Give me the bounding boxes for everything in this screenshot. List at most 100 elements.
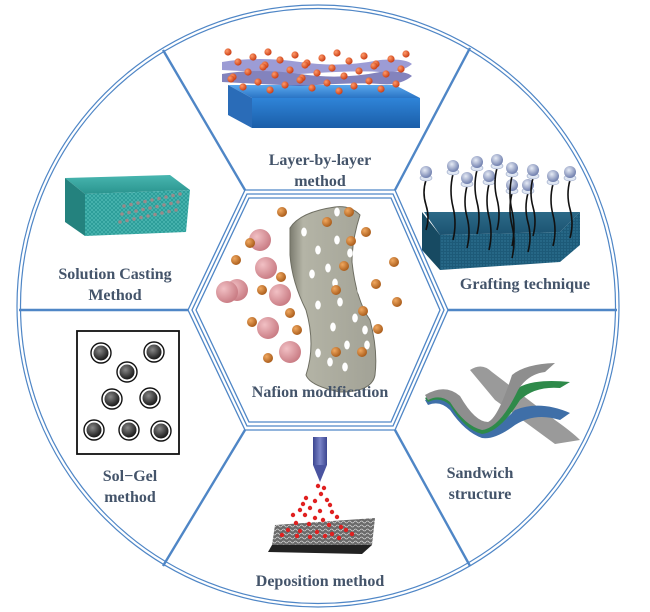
small-particle bbox=[285, 308, 295, 318]
label-line: Nafion modification bbox=[251, 384, 389, 401]
casting-particle bbox=[127, 210, 131, 215]
lbl-sphere bbox=[333, 49, 341, 57]
lbl-sphere bbox=[286, 66, 294, 74]
pore bbox=[315, 300, 321, 310]
droplet bbox=[303, 495, 309, 501]
droplet bbox=[300, 501, 306, 507]
droplet bbox=[324, 497, 330, 503]
chain-head bbox=[506, 179, 518, 191]
deposition-substrate-base bbox=[268, 545, 372, 554]
small-particle bbox=[357, 347, 367, 357]
droplet bbox=[307, 505, 313, 511]
droplet bbox=[294, 533, 300, 539]
sandwich-layer-gray-back bbox=[470, 366, 580, 444]
sol-gel-particle bbox=[104, 391, 120, 407]
lbl-sphere bbox=[254, 78, 262, 86]
chain-head bbox=[420, 166, 432, 178]
droplet bbox=[279, 532, 285, 538]
large-particle bbox=[257, 317, 279, 339]
pore bbox=[362, 325, 368, 335]
casting-particle bbox=[155, 204, 159, 209]
lbl-sphere bbox=[271, 71, 279, 79]
lbl-sphere bbox=[377, 85, 385, 93]
casting-particle bbox=[153, 212, 157, 217]
casting-particle bbox=[139, 215, 143, 220]
casting-particle bbox=[122, 204, 126, 208]
polymer-chain bbox=[486, 183, 492, 251]
sol-gel-particle bbox=[93, 345, 109, 361]
label-nafion-modification: Nafion modification bbox=[230, 382, 410, 403]
small-particle bbox=[339, 261, 349, 271]
chain-head bbox=[527, 164, 539, 176]
droplet bbox=[297, 507, 303, 513]
chain-head bbox=[483, 170, 495, 182]
sol-gel-particle bbox=[153, 423, 169, 439]
small-particle bbox=[373, 324, 383, 334]
sol-gel-particle bbox=[119, 364, 135, 380]
small-particle bbox=[392, 297, 402, 307]
sandwich-layer-blue bbox=[425, 396, 570, 439]
casting-particle bbox=[160, 211, 164, 215]
casting-particle bbox=[174, 208, 178, 212]
small-particle bbox=[263, 353, 273, 363]
small-particle bbox=[247, 317, 257, 327]
lbl-sphere bbox=[281, 81, 289, 89]
polymer-chain bbox=[423, 179, 429, 231]
droplet bbox=[306, 521, 312, 527]
sandwich-illustration bbox=[425, 363, 580, 444]
sol-gel-particle bbox=[146, 344, 162, 360]
membrane-pores bbox=[301, 207, 370, 372]
droplet bbox=[338, 524, 344, 530]
casting-particle bbox=[129, 202, 133, 207]
droplet bbox=[297, 528, 303, 534]
polymer-chain bbox=[567, 179, 573, 239]
polymer-chain bbox=[530, 177, 536, 237]
small-particle bbox=[331, 285, 341, 295]
droplet bbox=[326, 522, 332, 528]
divider-upper-right bbox=[393, 47, 472, 191]
droplet bbox=[312, 498, 318, 504]
large-particle bbox=[269, 284, 291, 306]
label-layer-by-layer: Layer-by-layer method bbox=[250, 150, 390, 192]
sol-gel-particles bbox=[83, 341, 172, 442]
lbl-sphere bbox=[355, 67, 363, 75]
label-line: method bbox=[294, 173, 346, 190]
small-particle bbox=[346, 236, 356, 246]
small-particle bbox=[344, 207, 354, 217]
droplet bbox=[315, 483, 321, 489]
droplet bbox=[349, 531, 355, 537]
pore bbox=[327, 357, 333, 367]
lbl-sphere bbox=[313, 69, 321, 77]
polymer-chain bbox=[550, 183, 556, 247]
droplet bbox=[314, 529, 320, 535]
lbl-sphere bbox=[296, 76, 304, 84]
droplet bbox=[329, 509, 335, 515]
pore bbox=[342, 362, 348, 372]
casting-particle bbox=[148, 206, 152, 210]
small-particle bbox=[277, 207, 287, 217]
small-particle bbox=[389, 257, 399, 267]
label-grafting-technique: Grafting technique bbox=[440, 274, 610, 295]
lbl-sphere bbox=[266, 86, 274, 94]
label-deposition-method: Deposition method bbox=[240, 571, 400, 592]
casting-block-side bbox=[85, 190, 190, 236]
lbl-sphere bbox=[249, 53, 257, 61]
casting-particle bbox=[134, 209, 138, 213]
casting-particle bbox=[167, 209, 171, 214]
polymer-chain bbox=[525, 192, 531, 253]
polymer-chain bbox=[494, 167, 500, 231]
lbl-sphere bbox=[387, 55, 395, 63]
layer-by-layer-illustration bbox=[222, 48, 420, 128]
lbl-sphere bbox=[308, 84, 316, 92]
label-line: Solution Casting bbox=[58, 266, 172, 283]
small-particle bbox=[292, 325, 302, 335]
small-particle bbox=[276, 272, 286, 282]
label-line: Sandwich bbox=[446, 465, 514, 482]
sol-gel-particle bbox=[121, 422, 137, 438]
droplet bbox=[320, 517, 326, 523]
casting-embedded-particles bbox=[118, 192, 182, 224]
chain-head bbox=[447, 160, 459, 172]
casting-particle bbox=[150, 198, 154, 202]
lbl-sphere bbox=[360, 52, 368, 60]
sol-gel-particle bbox=[142, 390, 158, 406]
